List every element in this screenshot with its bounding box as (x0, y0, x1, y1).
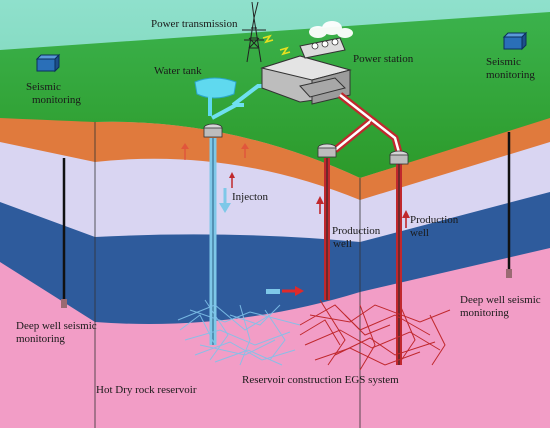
label-power-station: Power station (353, 53, 414, 65)
label-seismic-left-1: Seismic (26, 81, 61, 93)
fracture-network-red (299, 299, 451, 371)
label-power-transmission: Power transmission (151, 18, 238, 30)
power-tower-icon (242, 1, 266, 63)
label-seismic-right-1: Seismic (486, 56, 521, 68)
label-injection: Injecton (232, 191, 269, 203)
label-production-right-1: Production (410, 214, 459, 226)
label-seismic-right-2: monitoring (486, 69, 535, 81)
label-production-left-2: well (333, 238, 352, 250)
orange-layer (0, 118, 550, 200)
label-deep-left-2: monitoring (16, 333, 65, 345)
label-seismic-left-2: monitoring (32, 94, 81, 106)
label-deep-left-1: Deep well seismic (16, 320, 97, 332)
lavender-layer (0, 140, 550, 242)
seismometer-icon (35, 53, 61, 73)
lightning-icon (262, 34, 274, 44)
flow-arrow-icon (266, 286, 304, 296)
label-reservoir-egs: Reservoir construction EGS system (242, 374, 399, 386)
label-production-right-2: well (410, 227, 429, 239)
faint-flow-arrows (181, 143, 249, 160)
wellhead-icon (389, 150, 409, 165)
up-arrow-icon (229, 172, 235, 188)
wellhead-icon (317, 143, 337, 158)
steam-icon (309, 21, 353, 38)
label-production-left-1: Production (332, 225, 381, 237)
deep-well-right-sensor (506, 269, 512, 278)
blue-layer (0, 190, 550, 324)
label-hot-dry-rock: Hot Dry rock reservoir (96, 384, 197, 396)
lightning-icon (279, 46, 291, 56)
tank-pipe (211, 103, 244, 120)
production-pipes (332, 92, 404, 157)
water-tank-icon (194, 77, 237, 116)
label-deep-right-2: monitoring (460, 307, 509, 319)
ground-surface (0, 12, 550, 178)
injection-arrow-icon (219, 188, 231, 213)
fracture-network-blue (177, 299, 301, 366)
up-arrow-icon (402, 210, 410, 228)
seismometer-icon (502, 31, 528, 51)
deep-well-left-sensor (61, 299, 67, 308)
wellhead-icon (203, 123, 223, 138)
label-deep-right-1: Deep well seismic (460, 294, 541, 306)
pink-layer (0, 245, 550, 428)
up-arrow-icon (316, 196, 324, 214)
label-water-tank: Water tank (154, 65, 202, 77)
